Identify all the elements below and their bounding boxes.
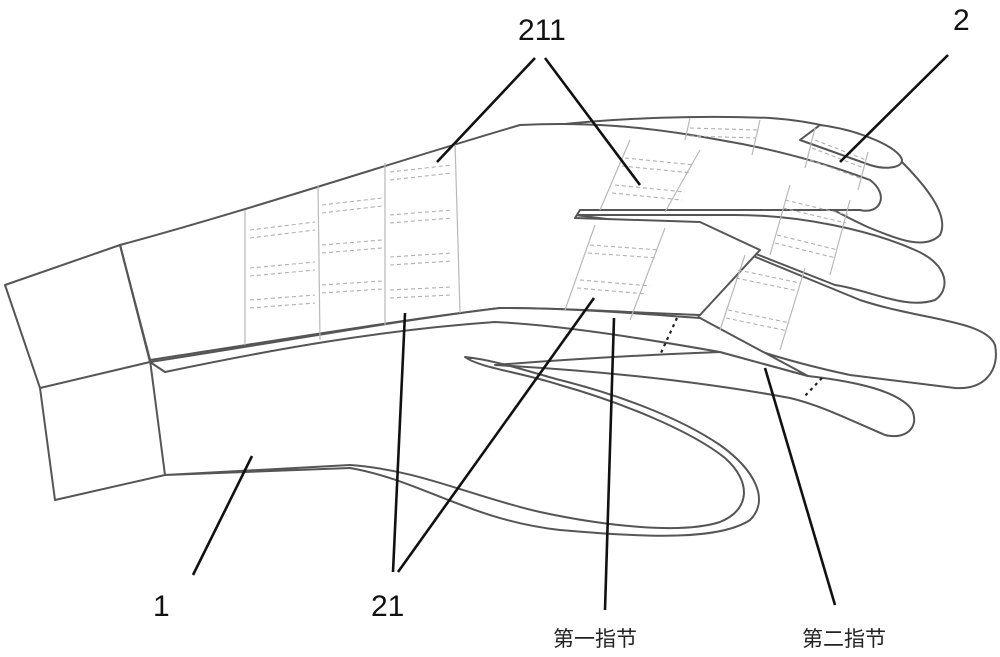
label-211: 211: [518, 14, 566, 47]
label-first-knuckle: 第一指节: [553, 627, 637, 651]
leader-2: [840, 55, 948, 162]
label-21: 21: [371, 590, 404, 623]
label-1: 1: [153, 590, 170, 623]
label-second-knuckle: 第二指节: [802, 627, 886, 651]
label-2: 2: [953, 4, 970, 37]
leader-21-left: [393, 313, 405, 572]
thumb-outline: [165, 357, 759, 536]
